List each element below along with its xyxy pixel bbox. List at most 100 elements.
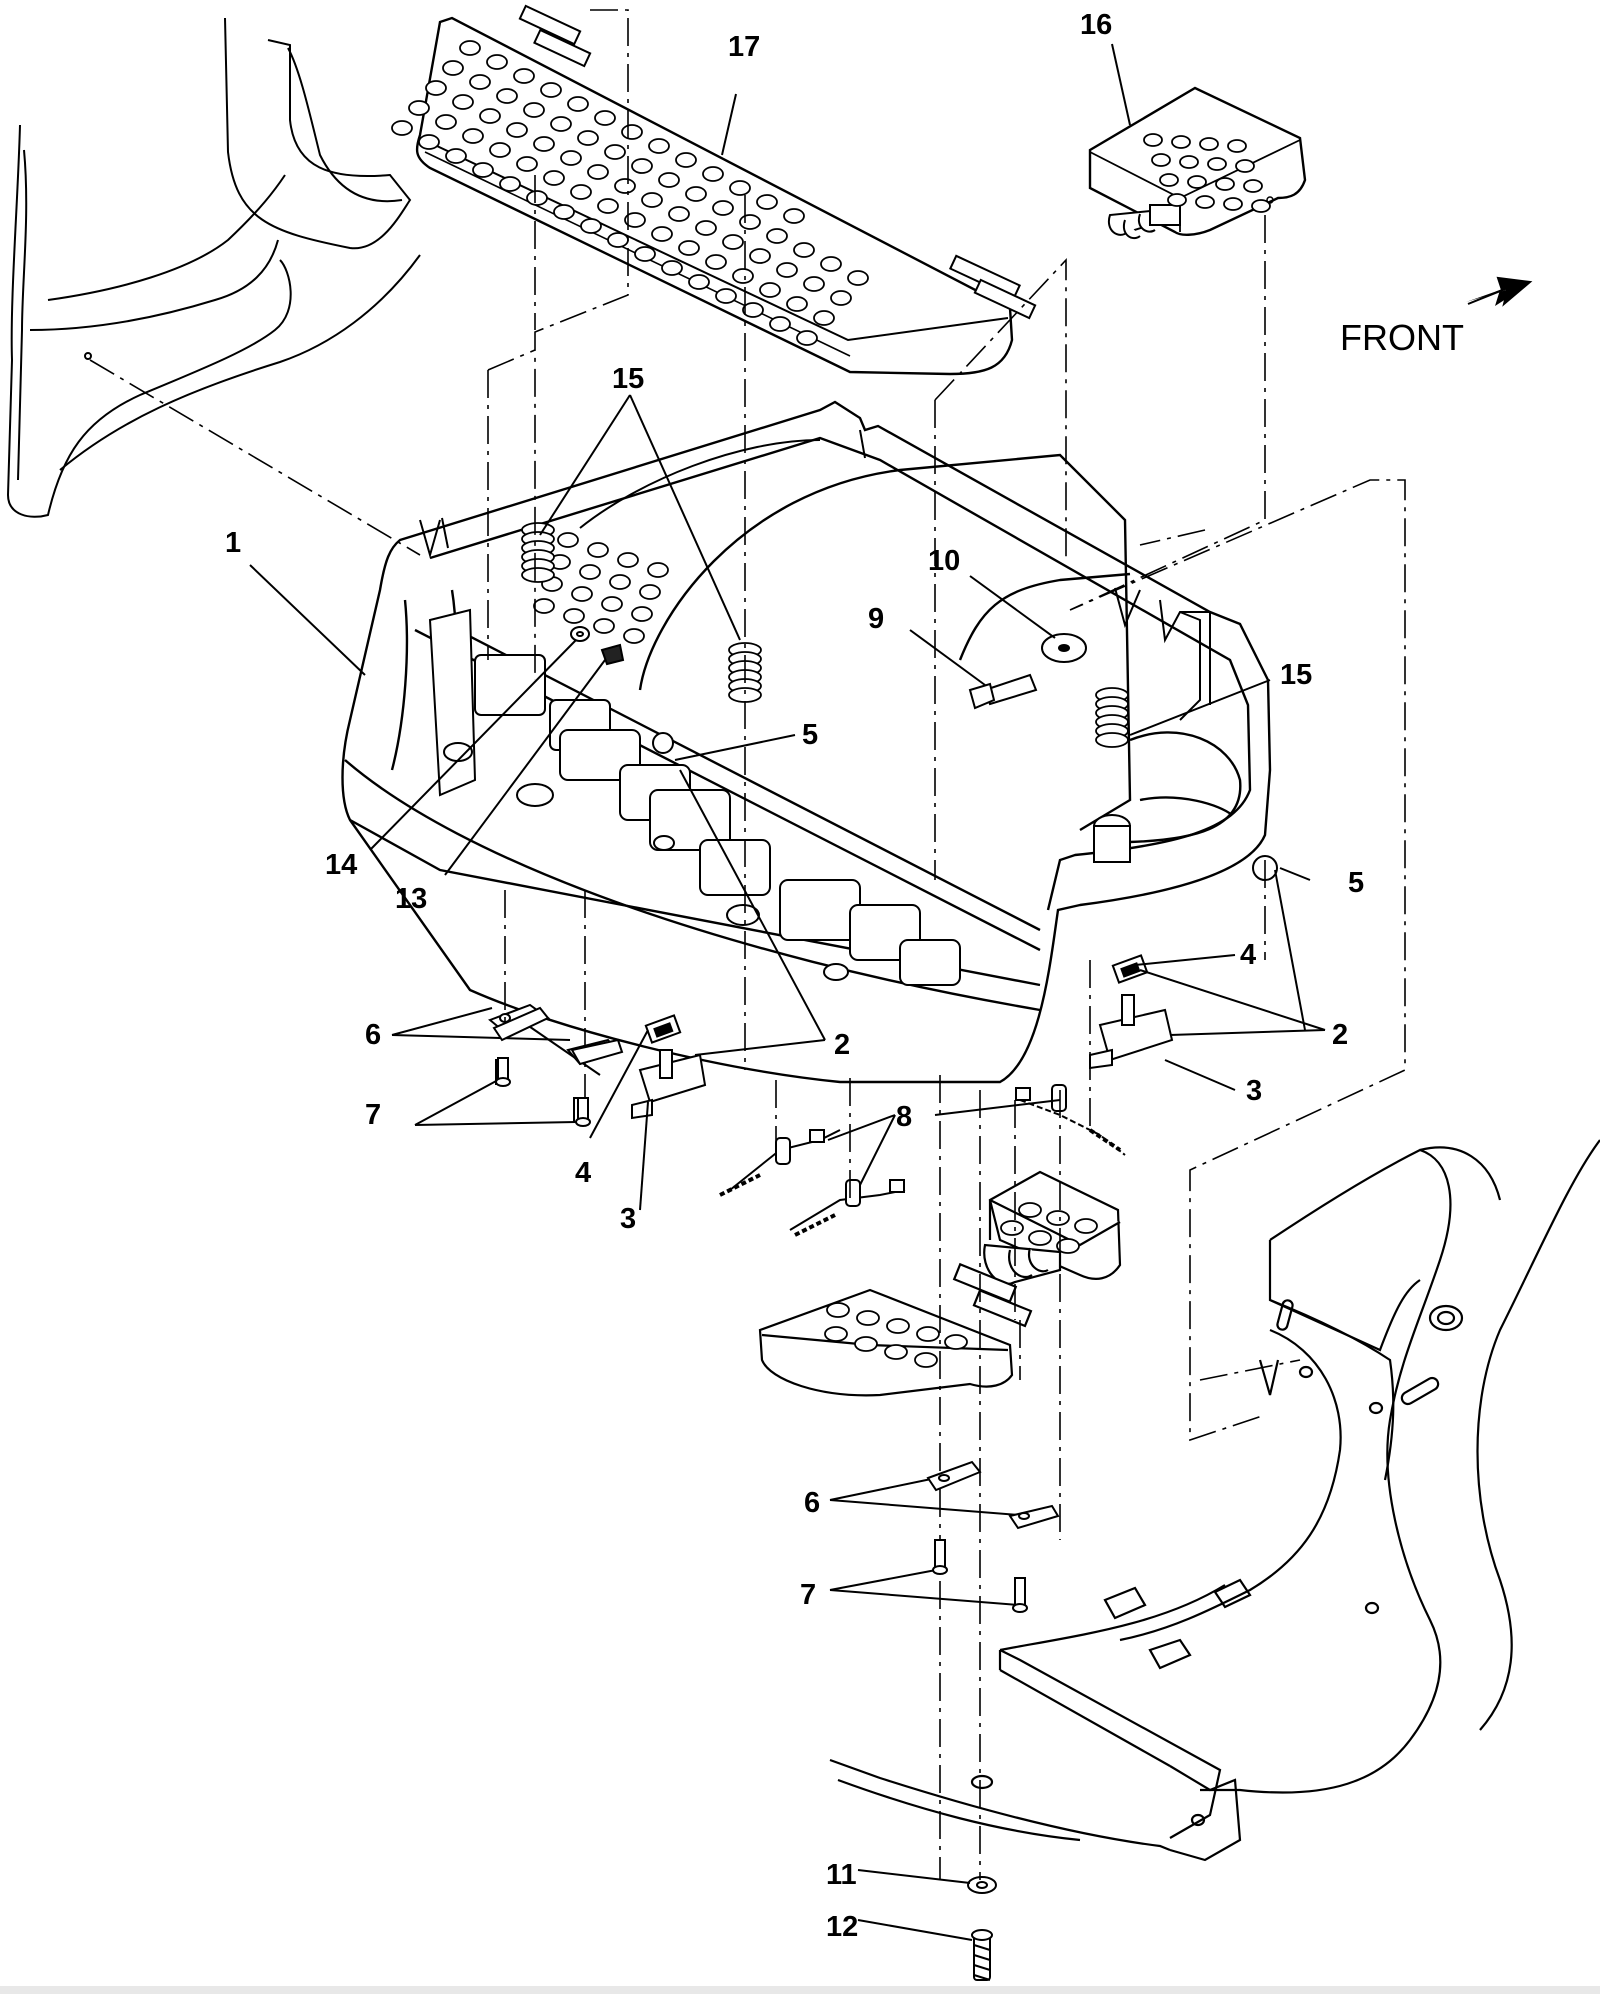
- plate-dimple: [796, 330, 818, 346]
- plate-dimple: [469, 74, 491, 90]
- tray-dimple: [631, 606, 653, 622]
- callout-13: 13: [395, 883, 427, 915]
- washer-11: [967, 1876, 997, 1894]
- step-dimple: [1046, 1210, 1070, 1226]
- callout-2-right: 2: [1332, 1019, 1348, 1051]
- tray-dimple: [571, 586, 593, 602]
- step-dimple: [1207, 157, 1227, 171]
- plate-dimple: [749, 248, 771, 264]
- step-dimple: [1223, 197, 1243, 211]
- plate-dimple: [739, 214, 761, 230]
- plate-dimple: [830, 290, 852, 306]
- plate-dimple: [459, 40, 481, 56]
- plate-dimple: [408, 100, 430, 116]
- plate-dimple: [783, 208, 805, 224]
- step-dimple: [1227, 139, 1247, 153]
- step-dimple: [1215, 177, 1235, 191]
- plate-dimple: [729, 180, 751, 196]
- plate-dimple: [705, 254, 727, 270]
- step-dimple: [1243, 179, 1263, 193]
- step-dimple: [1028, 1230, 1052, 1246]
- step-dimple: [944, 1334, 968, 1350]
- tray-dimple: [647, 562, 669, 578]
- plate-dimple: [675, 152, 697, 168]
- step-dimple: [914, 1352, 938, 1368]
- plate-dimple: [526, 190, 548, 206]
- callout-12: 12: [826, 1911, 858, 1943]
- plates-6-and-bolts-7: [492, 1006, 1060, 1613]
- plate-dimple: [793, 242, 815, 258]
- step-dimple: [1199, 137, 1219, 151]
- plate-dimple: [597, 198, 619, 214]
- step-dimple: [1251, 199, 1271, 213]
- step-dimple: [1056, 1238, 1080, 1254]
- plate-dimple: [489, 142, 511, 158]
- plate-dimple: [496, 88, 518, 104]
- step-dimple: [884, 1344, 908, 1360]
- plate-dimple: [624, 212, 646, 228]
- plate-dimple: [688, 274, 710, 290]
- step-dimple: [1159, 173, 1179, 187]
- callout-5-right: 5: [1348, 867, 1364, 899]
- step-dimple: [824, 1326, 848, 1342]
- plate-dimple: [442, 60, 464, 76]
- tray-dimple: [601, 596, 623, 612]
- lower-frame: [829, 1139, 1600, 1862]
- plate-dimple: [759, 282, 781, 298]
- screw-12: [971, 1929, 993, 1981]
- plate-dimple: [587, 164, 609, 180]
- tray-internals: [428, 608, 1131, 986]
- plate-dimple: [756, 194, 778, 210]
- spring-coil: [521, 567, 555, 583]
- plate-dimple: [776, 262, 798, 278]
- plate-dimple: [553, 204, 575, 220]
- callout-3-left: 3: [620, 1203, 636, 1235]
- tray-dimple: [593, 618, 615, 634]
- plate-dimple: [540, 82, 562, 98]
- callout-5-center: 5: [802, 719, 818, 751]
- bottom-scroll-edge: [0, 1986, 1600, 1994]
- plate-dimple: [786, 296, 808, 312]
- hinge-top: [518, 4, 1037, 320]
- plate-dimple: [479, 108, 501, 124]
- callout-6-top: 6: [365, 1019, 381, 1051]
- plate-dimple: [418, 134, 440, 150]
- step-plate-16: [1088, 86, 1307, 240]
- step-dimple: [826, 1302, 850, 1318]
- callout-15-right: 15: [1280, 659, 1312, 691]
- plate-dimple: [641, 192, 663, 208]
- leader-lines: [249, 43, 1326, 1941]
- plate-dimple: [712, 200, 734, 216]
- plate-dimple: [715, 288, 737, 304]
- plate-dimple: [486, 54, 508, 70]
- callout-3-right: 3: [1246, 1075, 1262, 1107]
- plate-dimple: [631, 158, 653, 174]
- plate-dimple: [742, 302, 764, 318]
- callout-2-left: 2: [834, 1029, 850, 1061]
- plate-dimple: [621, 124, 643, 140]
- callout-9: 9: [868, 603, 884, 635]
- springs-15: [521, 522, 1129, 748]
- callout-17: 17: [728, 31, 760, 63]
- front-arrow: [1466, 276, 1533, 307]
- callout-7-top: 7: [365, 1099, 381, 1131]
- step-dimple: [1167, 193, 1187, 207]
- step-dimple: [1179, 155, 1199, 169]
- plate-17-dimples: [391, 40, 869, 346]
- step-dimple: [1195, 195, 1215, 209]
- plate-dimple: [516, 156, 538, 172]
- step-dimple: [1018, 1202, 1042, 1218]
- plate-dimple: [769, 316, 791, 332]
- step-dimple: [1235, 159, 1255, 173]
- callout-10: 10: [928, 545, 960, 577]
- plate-dimple: [445, 148, 467, 164]
- plate-dimple: [648, 138, 670, 154]
- callout-14: 14: [325, 849, 357, 881]
- plate-dimple: [732, 268, 754, 284]
- tray-dimple: [609, 574, 631, 590]
- plate-dimple: [543, 170, 565, 186]
- plate-dimple: [813, 310, 835, 326]
- spring-coil: [1095, 732, 1129, 748]
- centre-lines: [89, 9, 1406, 1880]
